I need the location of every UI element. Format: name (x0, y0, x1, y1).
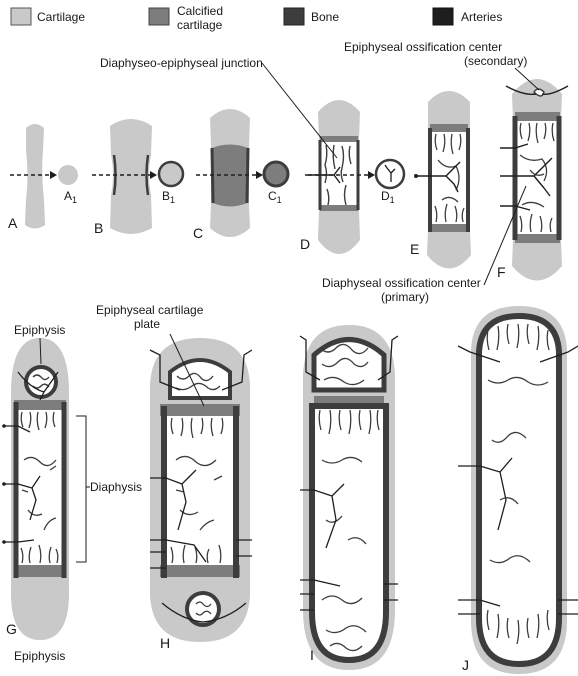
row1-annotation-lines (261, 62, 540, 286)
stage-a1-cross-section (58, 165, 78, 185)
section-label-d1: D1 (381, 189, 395, 205)
legend-label-calcified-line2: cartilage (177, 18, 223, 32)
stage-h-bone-model (149, 338, 253, 642)
stage-d-cartilage-model (305, 100, 360, 254)
label-plate-line2: plate (134, 317, 160, 331)
stage-label-e: E (410, 241, 419, 257)
stage-label-d: D (300, 236, 310, 252)
label-plate-line1: Epiphyseal cartilage (96, 303, 204, 317)
legend-swatch-cartilage (10, 7, 32, 26)
label-epiphysis-bottom: Epiphysis (14, 649, 65, 663)
stage-label-b: B (94, 220, 103, 236)
label-junction: Diaphyseo-epiphyseal junction (100, 56, 263, 70)
stage-label-g: G (6, 621, 17, 637)
stage-c1-cross-section (262, 160, 290, 188)
stage-i-bone-model (299, 325, 399, 670)
legend-label-cartilage: Cartilage (37, 10, 85, 24)
stage-label-c: C (193, 225, 203, 241)
stage-d1-cross-section (374, 158, 406, 190)
legend-swatch-calcified-cartilage (148, 7, 170, 26)
stage-label-i: I (310, 647, 314, 663)
section-label-b1: B1 (162, 189, 175, 205)
stage-j-bone-model (457, 306, 578, 674)
legend-label-bone: Bone (311, 10, 339, 24)
stage-label-j: J (462, 657, 469, 673)
label-primary-center-line1: Diaphyseal ossification center (322, 276, 481, 290)
label-diaphysis: Diaphysis (90, 480, 142, 494)
stage-f-bone-model (500, 79, 569, 281)
legend-swatch-bone (283, 7, 305, 26)
label-secondary-center-line2: (secondary) (464, 54, 527, 68)
diaphysis-bracket (76, 415, 90, 563)
stage-e-bone-model (414, 91, 471, 269)
stage-c-cartilage-model (210, 109, 250, 237)
stage-a-cartilage-model (25, 124, 45, 229)
plate-leader-line (169, 333, 205, 407)
legend: Cartilage Calcified cartilage Bone Arter… (10, 4, 502, 32)
section-label-c1: C1 (268, 189, 282, 205)
stage-label-h: H (160, 635, 170, 651)
legend-label-calcified-line1: Calcified (177, 4, 223, 18)
legend-swatch-arteries (432, 7, 454, 26)
section-label-a1: A1 (64, 189, 77, 205)
label-primary-center-line2: (primary) (381, 290, 429, 304)
label-epiphysis-top: Epiphysis (14, 323, 65, 337)
stage-b-cartilage-model (110, 119, 152, 234)
stage-g-bone-model (2, 338, 70, 640)
label-secondary-center-line1: Epiphyseal ossification center (344, 40, 502, 54)
legend-label-arteries: Arteries (461, 10, 502, 24)
section-arrows (10, 171, 375, 179)
stage-b1-cross-section (157, 160, 185, 188)
stage-label-a: A (8, 215, 18, 231)
epiphysis-leader-line (39, 337, 42, 365)
stage-label-f: F (497, 264, 506, 280)
